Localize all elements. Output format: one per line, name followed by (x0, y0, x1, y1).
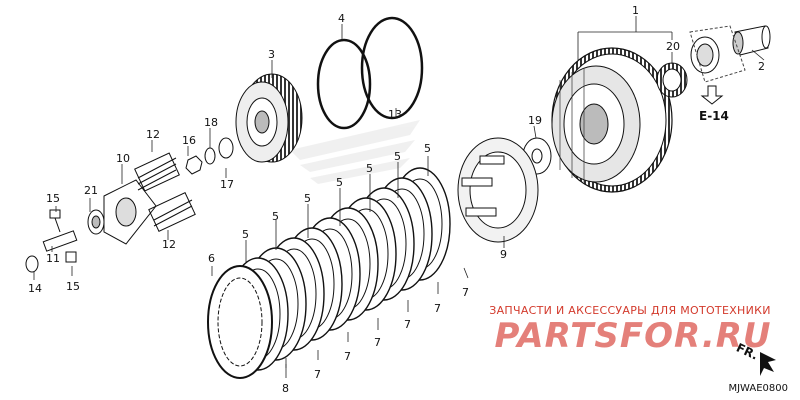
friction-disc-front (207, 265, 273, 379)
watermark-caption: ЗАПЧАСТИ И АКСЕССУАРЫ ДЛЯ МОТОТЕХНИКИ (489, 304, 771, 317)
cap-14 (25, 255, 39, 273)
callout-10: 10 (116, 152, 130, 165)
callout-7e: 7 (434, 302, 441, 315)
callout-6: 6 (208, 252, 215, 265)
callout-19: 19 (528, 114, 542, 127)
ring-13 (360, 16, 424, 120)
callout-11: 11 (46, 252, 60, 265)
callout-5d: 5 (336, 176, 343, 189)
spring-lower (148, 192, 196, 232)
callout-9: 9 (500, 248, 507, 261)
callout-18: 18 (204, 116, 218, 129)
callout-2: 2 (758, 60, 765, 73)
bolt-15-upper (49, 209, 61, 233)
callout-3: 3 (268, 48, 275, 61)
callout-15b: 15 (66, 280, 80, 293)
callout-21: 21 (84, 184, 98, 197)
callout-5b: 5 (272, 210, 279, 223)
diagram-code: MJWAE0800 (728, 383, 788, 394)
reference-arrow (700, 85, 724, 105)
ring-4 (316, 38, 372, 130)
needle-bearing (656, 62, 688, 98)
bushing (689, 25, 771, 83)
callout-20: 20 (666, 40, 680, 53)
callout-5e: 5 (366, 162, 373, 175)
clutch-center (235, 73, 303, 163)
callout-17: 17 (220, 178, 234, 191)
callout-13: 13 (388, 108, 402, 121)
nut-16 (185, 155, 203, 175)
bearing-21 (87, 209, 105, 235)
callout-7d: 7 (404, 318, 411, 331)
callout-labels: 1 20 2 3 4 13 19 9 10 12 12 16 18 17 21 … (28, 4, 765, 395)
callout-7f: 7 (462, 286, 469, 299)
leader-lines (33, 16, 765, 378)
washer-17 (218, 137, 234, 159)
callout-5g: 5 (424, 142, 431, 155)
callout-16: 16 (182, 134, 196, 147)
pin-11 (42, 230, 78, 252)
callout-8: 8 (282, 382, 289, 395)
callout-5f: 5 (394, 150, 401, 163)
bolt-15-lower (65, 251, 77, 263)
callout-12a: 12 (146, 128, 160, 141)
washer-18 (204, 147, 216, 165)
callout-1: 1 (632, 4, 639, 17)
watermark-logo: PARTSFOR.RU (494, 316, 772, 356)
clutch-outer (551, 47, 673, 193)
callout-5c: 5 (304, 192, 311, 205)
callout-15a: 15 (46, 192, 60, 205)
callout-7a: 7 (314, 368, 321, 381)
callout-14: 14 (28, 282, 42, 295)
front-direction-arrow (760, 352, 776, 376)
callout-12b: 12 (162, 238, 176, 251)
callout-5a: 5 (242, 228, 249, 241)
honda-wing-watermark (290, 120, 420, 184)
spring-upper (134, 152, 180, 192)
reference-label: E-14 (699, 109, 729, 123)
callout-7c: 7 (374, 336, 381, 349)
callout-4: 4 (338, 12, 345, 25)
callout-7b: 7 (344, 350, 351, 363)
pressure-plate (457, 137, 539, 243)
